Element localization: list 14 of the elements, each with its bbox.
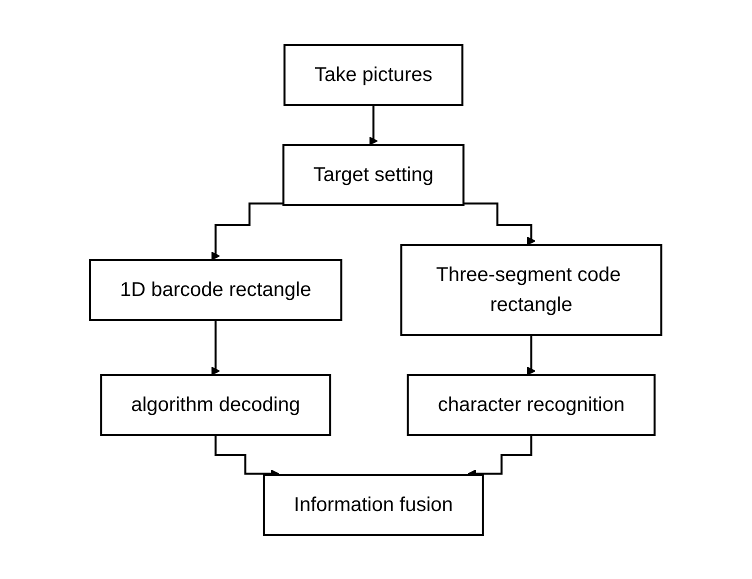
node-box: algorithm decoding bbox=[100, 374, 332, 436]
node-box: character recognition bbox=[407, 374, 656, 436]
arrow bbox=[212, 318, 220, 375]
arrow bbox=[468, 434, 533, 478]
node-box: 1D barcode rectangle bbox=[89, 258, 343, 320]
node-box: Target setting bbox=[282, 144, 465, 206]
arrow bbox=[212, 202, 284, 260]
arrow bbox=[215, 434, 280, 478]
node-box: Information fusion bbox=[263, 474, 484, 536]
arrow bbox=[464, 202, 536, 245]
arrow bbox=[369, 104, 378, 145]
arrow bbox=[527, 334, 536, 375]
node-box: Take pictures bbox=[284, 44, 464, 106]
node-box: Three-segment code rectangle bbox=[400, 244, 663, 336]
